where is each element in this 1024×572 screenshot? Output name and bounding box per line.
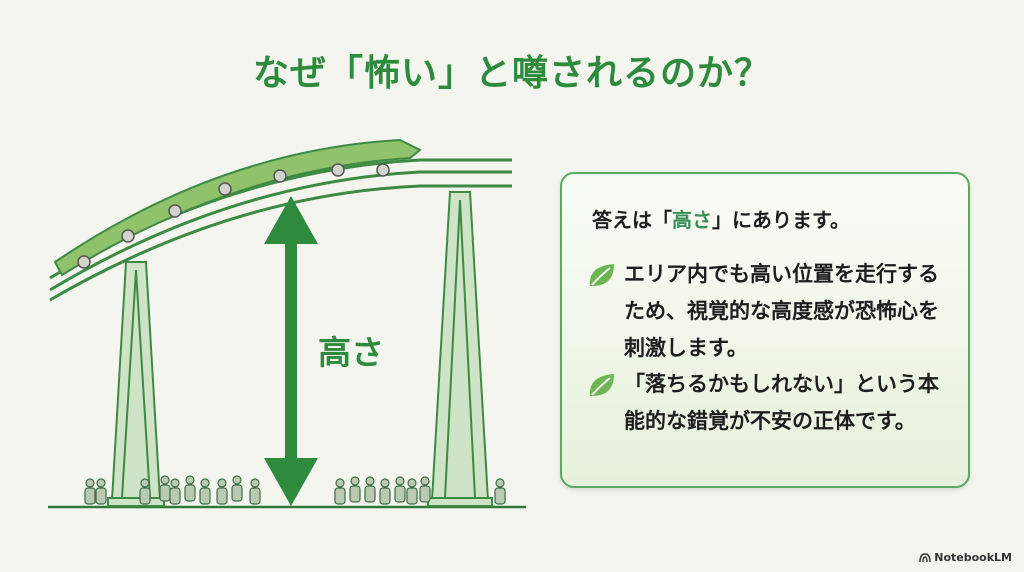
page-title: なぜ「怖い」と噂されるのか？ (252, 53, 771, 94)
brand-label: NotebookLM (934, 551, 1012, 564)
height-label: 高さ (318, 333, 384, 372)
coaster-train (53, 138, 422, 277)
notebooklm-logo-icon (919, 552, 931, 562)
bullet-item: 「落ちるかもしれない」という本能的な錯覚が不安の正体です。 (586, 370, 954, 440)
lead-suffix: 」にあります。 (712, 208, 850, 232)
bullet-text: 「落ちるかもしれない」という本能的な錯覚が不安の正体です。 (624, 372, 939, 433)
leaf-icon (589, 264, 614, 286)
bullet-item: エリア内でも高い位置を走行するため、視覚的な高度感が恐怖心を刺激します。 (586, 260, 954, 367)
right-pillar (427, 191, 493, 507)
lead-highlight: 高さ (672, 208, 712, 232)
left-pillar (107, 261, 165, 507)
bullet-text: エリア内でも高い位置を走行するため、視覚的な高度感が恐怖心を刺激します。 (624, 262, 939, 360)
height-arrow (264, 196, 318, 506)
answer-card: 答えは「高さ」にあります。 エリア内でも高い位置を走行するため、視覚的な高度感が… (560, 172, 970, 488)
card-lead: 答えは「高さ」にあります。 (592, 204, 850, 233)
notebooklm-watermark: NotebookLM (919, 551, 1012, 564)
lead-prefix: 答えは「 (592, 208, 672, 232)
leaf-icon (589, 374, 614, 396)
